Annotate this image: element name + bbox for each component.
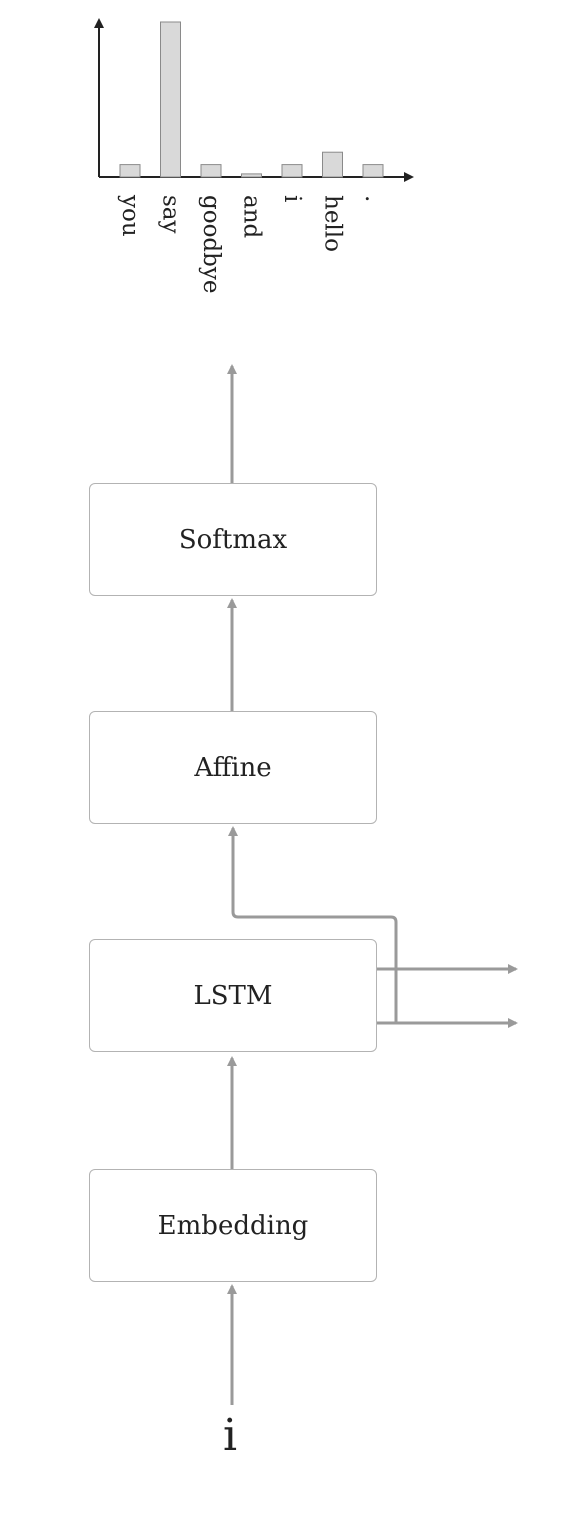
tick-label-you: you	[117, 194, 143, 237]
arrow-lstm-to-affine	[228, 826, 398, 1023]
lstm-label: LSTM	[193, 980, 273, 1011]
bar-period	[362, 164, 384, 178]
tick-label-say: say	[158, 195, 184, 234]
softmax-layer: Softmax	[89, 483, 377, 596]
bar-i	[281, 164, 303, 178]
bar-say	[160, 21, 181, 178]
lstm-layer: LSTM	[89, 939, 377, 1052]
softmax-label: Softmax	[178, 524, 288, 555]
tick-label-and: and	[239, 195, 265, 239]
input-token: i	[222, 1410, 238, 1461]
bar-hello	[322, 151, 343, 178]
affine-layer: Affine	[89, 711, 377, 824]
affine-label: Affine	[194, 752, 272, 783]
bar-you	[119, 164, 141, 178]
tick-label-i: i	[279, 195, 305, 202]
chart-bars	[119, 21, 384, 178]
tick-label-hello: hello	[320, 195, 346, 252]
bar-goodbye	[200, 164, 222, 178]
tick-label-period: .	[360, 195, 386, 202]
chart-tick-labels: you say goodbye and i hello .	[117, 194, 386, 293]
embedding-layer: Embedding	[89, 1169, 377, 1282]
embedding-label: Embedding	[157, 1210, 309, 1241]
tick-label-goodbye: goodbye	[198, 195, 224, 293]
bar-and	[241, 173, 262, 178]
